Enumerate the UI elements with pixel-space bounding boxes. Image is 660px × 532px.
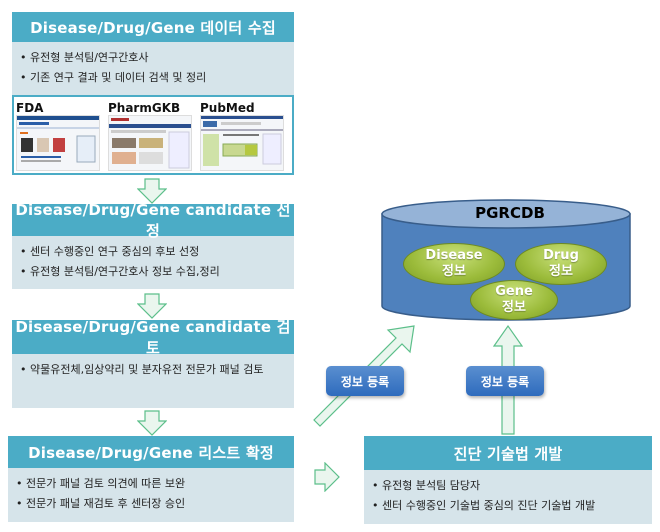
diagnosis-development: 진단 기술법 개발 유전형 분석팀 담당자 센터 수행중인 기술법 중심의 진단… bbox=[364, 436, 652, 524]
fda-website-screenshot-icon bbox=[16, 115, 100, 171]
bullet-item: 약물유전체,임상약리 및 분자유전 전문가 패널 검토 bbox=[20, 360, 286, 380]
database-name: PGRCDB bbox=[475, 204, 545, 222]
bullet-item: 유전형 분석팀/연구간호사 bbox=[20, 48, 286, 68]
gene-info-node: Gene 정보 bbox=[470, 280, 558, 320]
bullet-item: 센터 수행중인 연구 중심의 후보 선정 bbox=[20, 242, 286, 262]
source-label: PharmGKB bbox=[108, 101, 181, 115]
source-label: PubMed bbox=[200, 101, 255, 115]
step-candidate-selection: Disease/Drug/Gene candidate 선정 센터 수행중인 연… bbox=[12, 201, 294, 289]
step-title: Disease/Drug/Gene candidate 선정 bbox=[12, 201, 294, 240]
bullet-item: 유전형 분석팀 담당자 bbox=[372, 476, 644, 496]
bullet-item: 전문가 패널 검토 의견에 따른 보완 bbox=[16, 474, 286, 494]
register-info-label: 정보 등록 bbox=[326, 366, 404, 396]
source-pubmed: PubMed bbox=[200, 101, 255, 115]
diagnosis-title: 진단 기술법 개발 bbox=[364, 436, 652, 470]
bullet-item: 유전형 분석팀/연구간호사 정보 수집,정리 bbox=[20, 262, 286, 282]
source-label: FDA bbox=[16, 101, 44, 115]
data-sources-panel: FDA PharmGKB PubMed bbox=[12, 95, 294, 175]
bullet-item: 센터 수행중인 기술법 중심의 진단 기술법 개발 bbox=[372, 496, 644, 516]
step-title: Disease/Drug/Gene candidate 검토 bbox=[12, 318, 294, 357]
drug-info-node: Drug 정보 bbox=[515, 243, 607, 285]
pharmgkb-website-screenshot-icon bbox=[108, 115, 192, 171]
source-fda: FDA bbox=[16, 101, 43, 115]
pgrcdb-database-icon bbox=[381, 199, 631, 321]
bullet-item: 전문가 패널 재검토 후 센터장 승인 bbox=[16, 494, 286, 514]
step-list-confirmation: Disease/Drug/Gene 리스트 확정 전문가 패널 검토 의견에 따… bbox=[8, 436, 294, 522]
right-arrow-icon bbox=[314, 462, 340, 492]
step-title: Disease/Drug/Gene 데이터 수집 bbox=[12, 12, 294, 42]
step-title: Disease/Drug/Gene 리스트 확정 bbox=[8, 436, 294, 468]
down-arrow-icon bbox=[137, 293, 167, 319]
down-arrow-icon bbox=[137, 410, 167, 436]
bullet-item: 기존 연구 결과 및 데이터 검색 및 정리 bbox=[20, 68, 286, 88]
step-candidate-review: Disease/Drug/Gene candidate 검토 약물유전체,임상약… bbox=[12, 318, 294, 408]
disease-info-node: Disease 정보 bbox=[403, 243, 505, 285]
register-info-label: 정보 등록 bbox=[466, 366, 544, 396]
step-data-collection: Disease/Drug/Gene 데이터 수집 유전형 분석팀/연구간호사 기… bbox=[12, 12, 294, 95]
down-arrow-icon bbox=[137, 178, 167, 204]
source-pharmgkb: PharmGKB bbox=[108, 101, 180, 115]
pubmed-website-screenshot-icon bbox=[200, 115, 284, 171]
